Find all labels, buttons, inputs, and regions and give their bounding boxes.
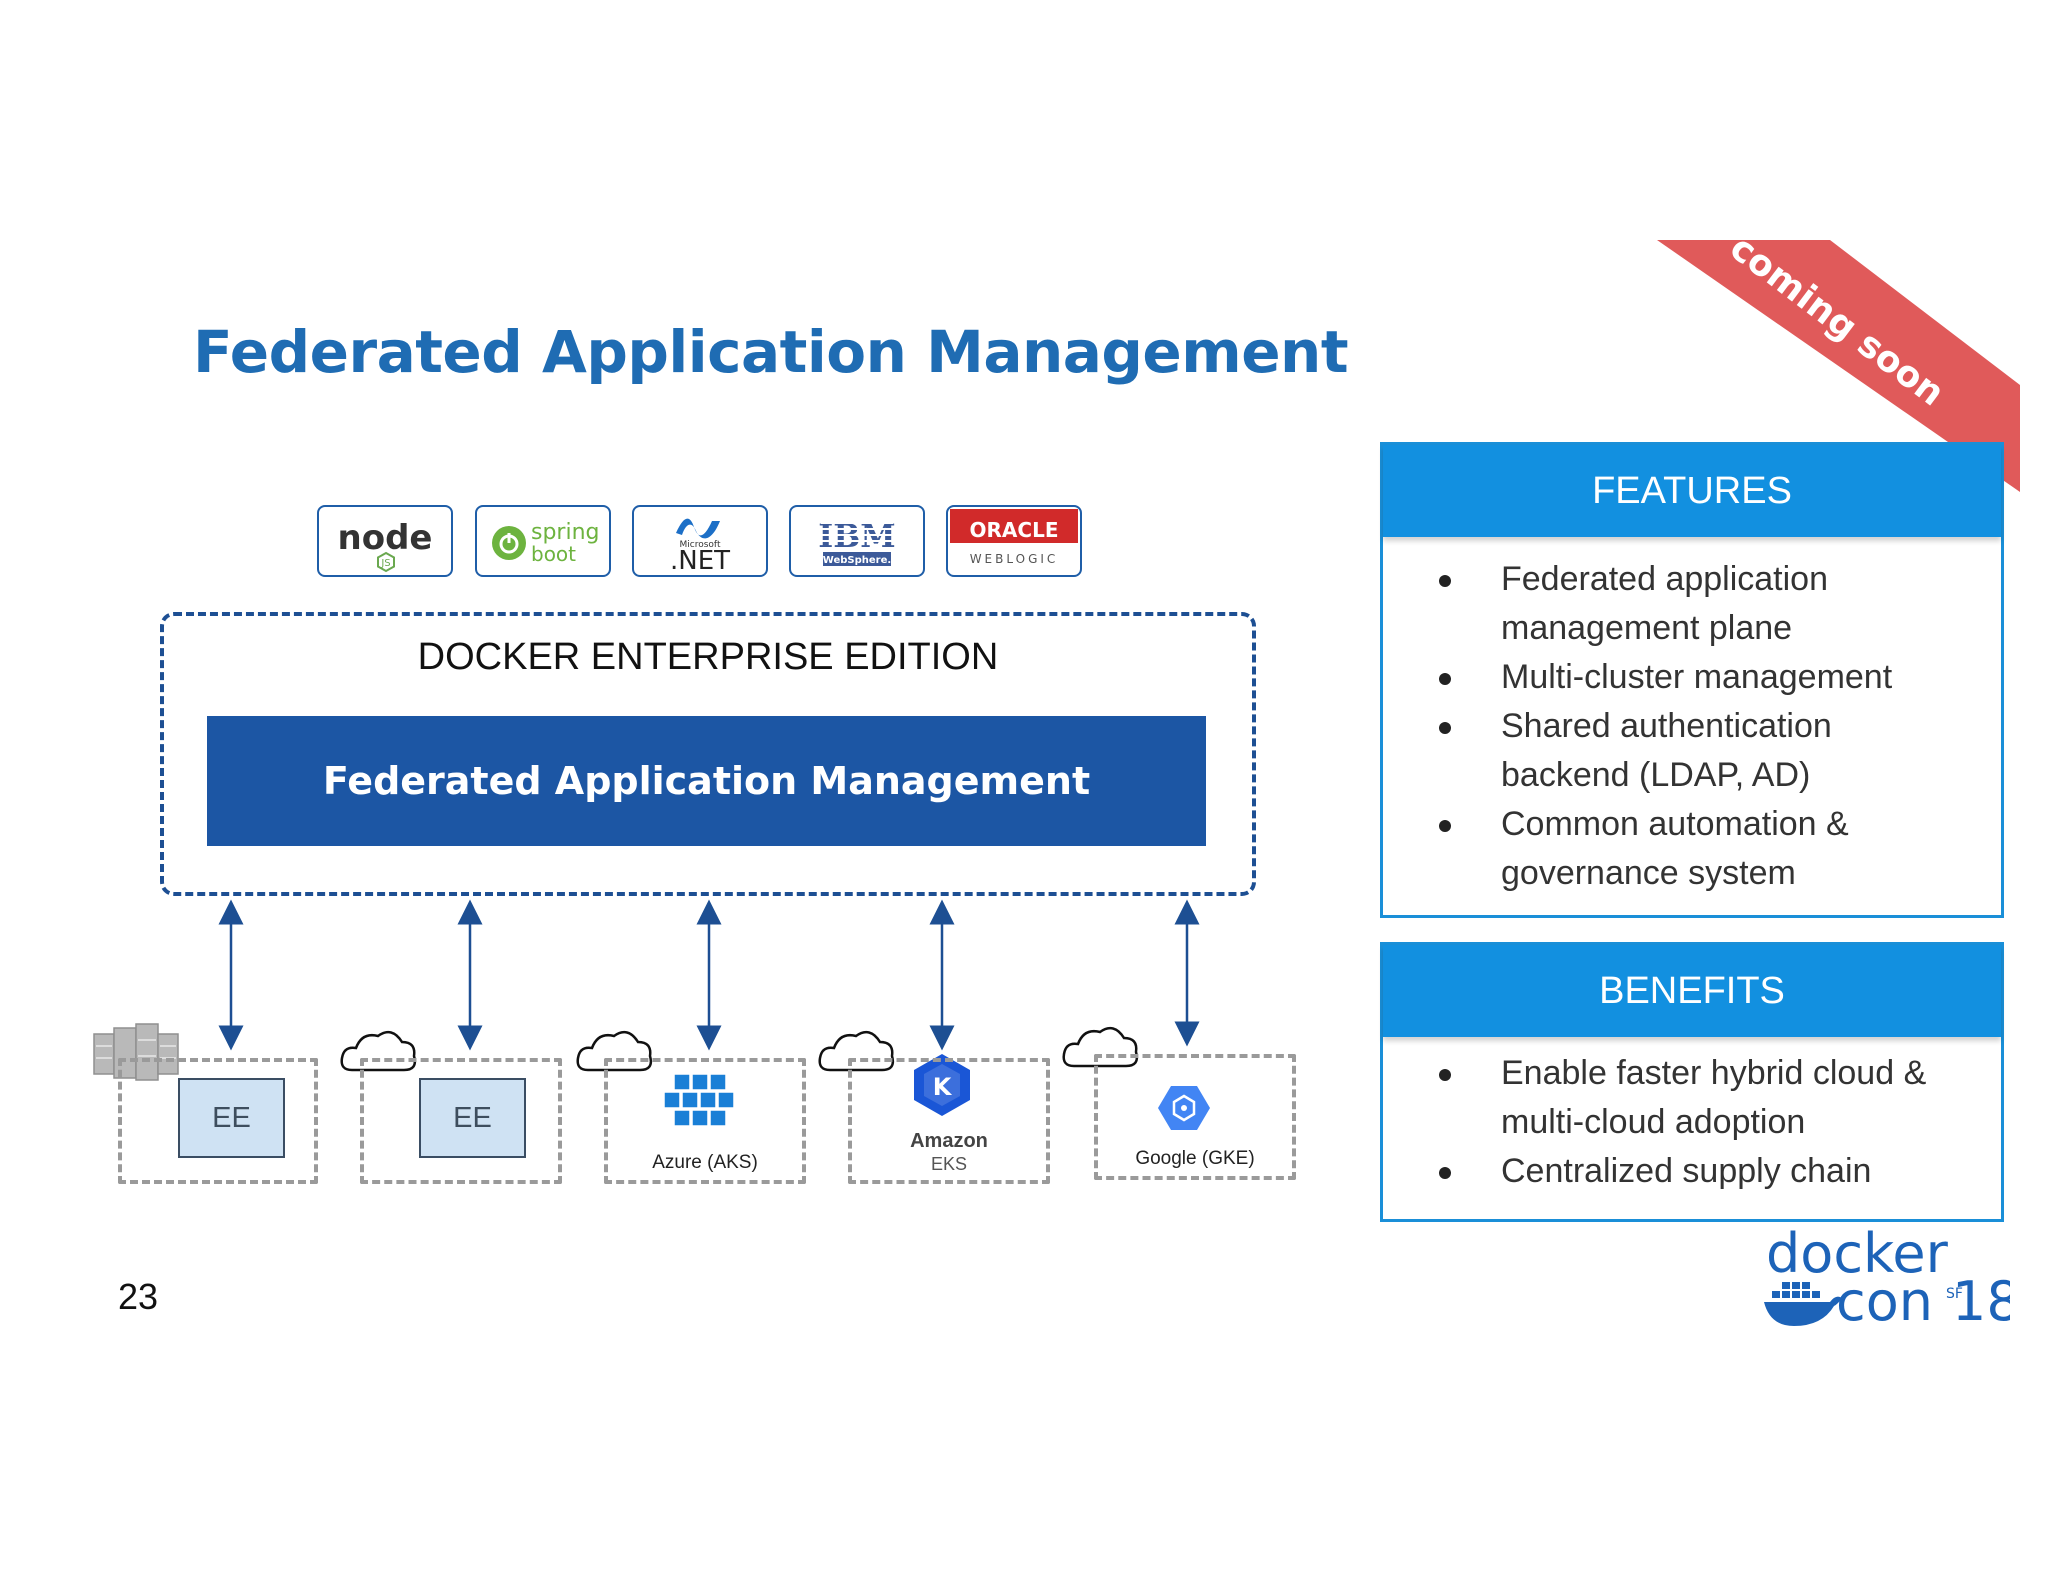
ibm-websphere-logo: IBM WebSphere. [789,505,925,577]
spring-logo-text: spring [531,520,600,545]
feature-item: Multi-cluster management [1383,653,2001,702]
nodejs-logo: node JS [317,505,453,577]
dotnet-logo: Microsoft .NET [632,505,768,577]
docker-ee-container [160,612,1256,896]
features-heading: FEATURES [1383,445,2001,537]
nodejs-logo-sub: JS [380,558,390,569]
benefits-heading: BENEFITS [1383,945,2001,1037]
cluster-google-gke [1094,1054,1296,1180]
benefits-list: Enable faster hybrid cloud &multi-cloud … [1383,1049,2001,1196]
benefit-item: Enable faster hybrid cloud &multi-cloud … [1383,1049,2001,1147]
cluster-cloud-ee [360,1058,562,1184]
docker-ee-label: DOCKER ENTERPRISE EDITION [417,636,999,678]
dockercon-year: 18 [1952,1270,2010,1333]
coming-soon-ribbon: coming soon [1640,240,2040,500]
google-gke-icon [1158,1086,1210,1130]
cluster-on-prem-ee [118,1058,318,1184]
ee-node-1: EE [178,1078,285,1158]
websphere-logo-sub: WebSphere. [823,555,891,566]
dockercon-logo: docker con 18 SF [1764,1224,2010,1333]
eks-label: EKS [930,1154,968,1174]
cluster-amazon-eks [848,1058,1050,1184]
page-number: 23 [118,1276,159,1317]
dockercon-word2: con [1836,1270,1933,1333]
svg-text:K: K [933,1073,953,1101]
amazon-eks-icon: K [914,1054,970,1116]
federated-app-management-bar: Federated Application Management [207,716,1206,846]
cluster-diagram: K [93,899,1210,1130]
cluster-azure-aks [604,1058,806,1184]
feature-item: Common automation &governance system [1383,800,2001,898]
benefit-item: Centralized supply chain [1383,1147,2001,1196]
nodejs-logo-text: node [338,518,433,558]
weblogic-logo-sub: WEBLOGIC [970,552,1059,566]
ee-node-2: EE [419,1078,526,1158]
amazon-label: Amazon [910,1130,988,1152]
oracle-logo-text: ORACLE [970,518,1059,542]
dotnet-logo-sub: Microsoft [680,540,721,550]
spring-boot-logo: spring boot [475,505,611,577]
google-gke-label: Google (GKE) [1135,1148,1255,1169]
docker-whale-icon [1764,1282,1842,1326]
dockercon-city: SF [1946,1286,1963,1302]
benefits-panel: BENEFITS Enable faster hybrid cloud &mul… [1380,942,2004,1222]
azure-aks-icon [663,1073,735,1127]
dotnet-logo-text: .NET [670,546,730,575]
page-title: Federated Application Management [193,318,1349,386]
spring-logo-sub: boot [531,542,576,566]
dockercon-word1: docker [1766,1224,1949,1285]
azure-aks-label: Azure (AKS) [652,1152,758,1173]
oracle-weblogic-logo: ORACLE WEBLOGIC [946,505,1082,577]
